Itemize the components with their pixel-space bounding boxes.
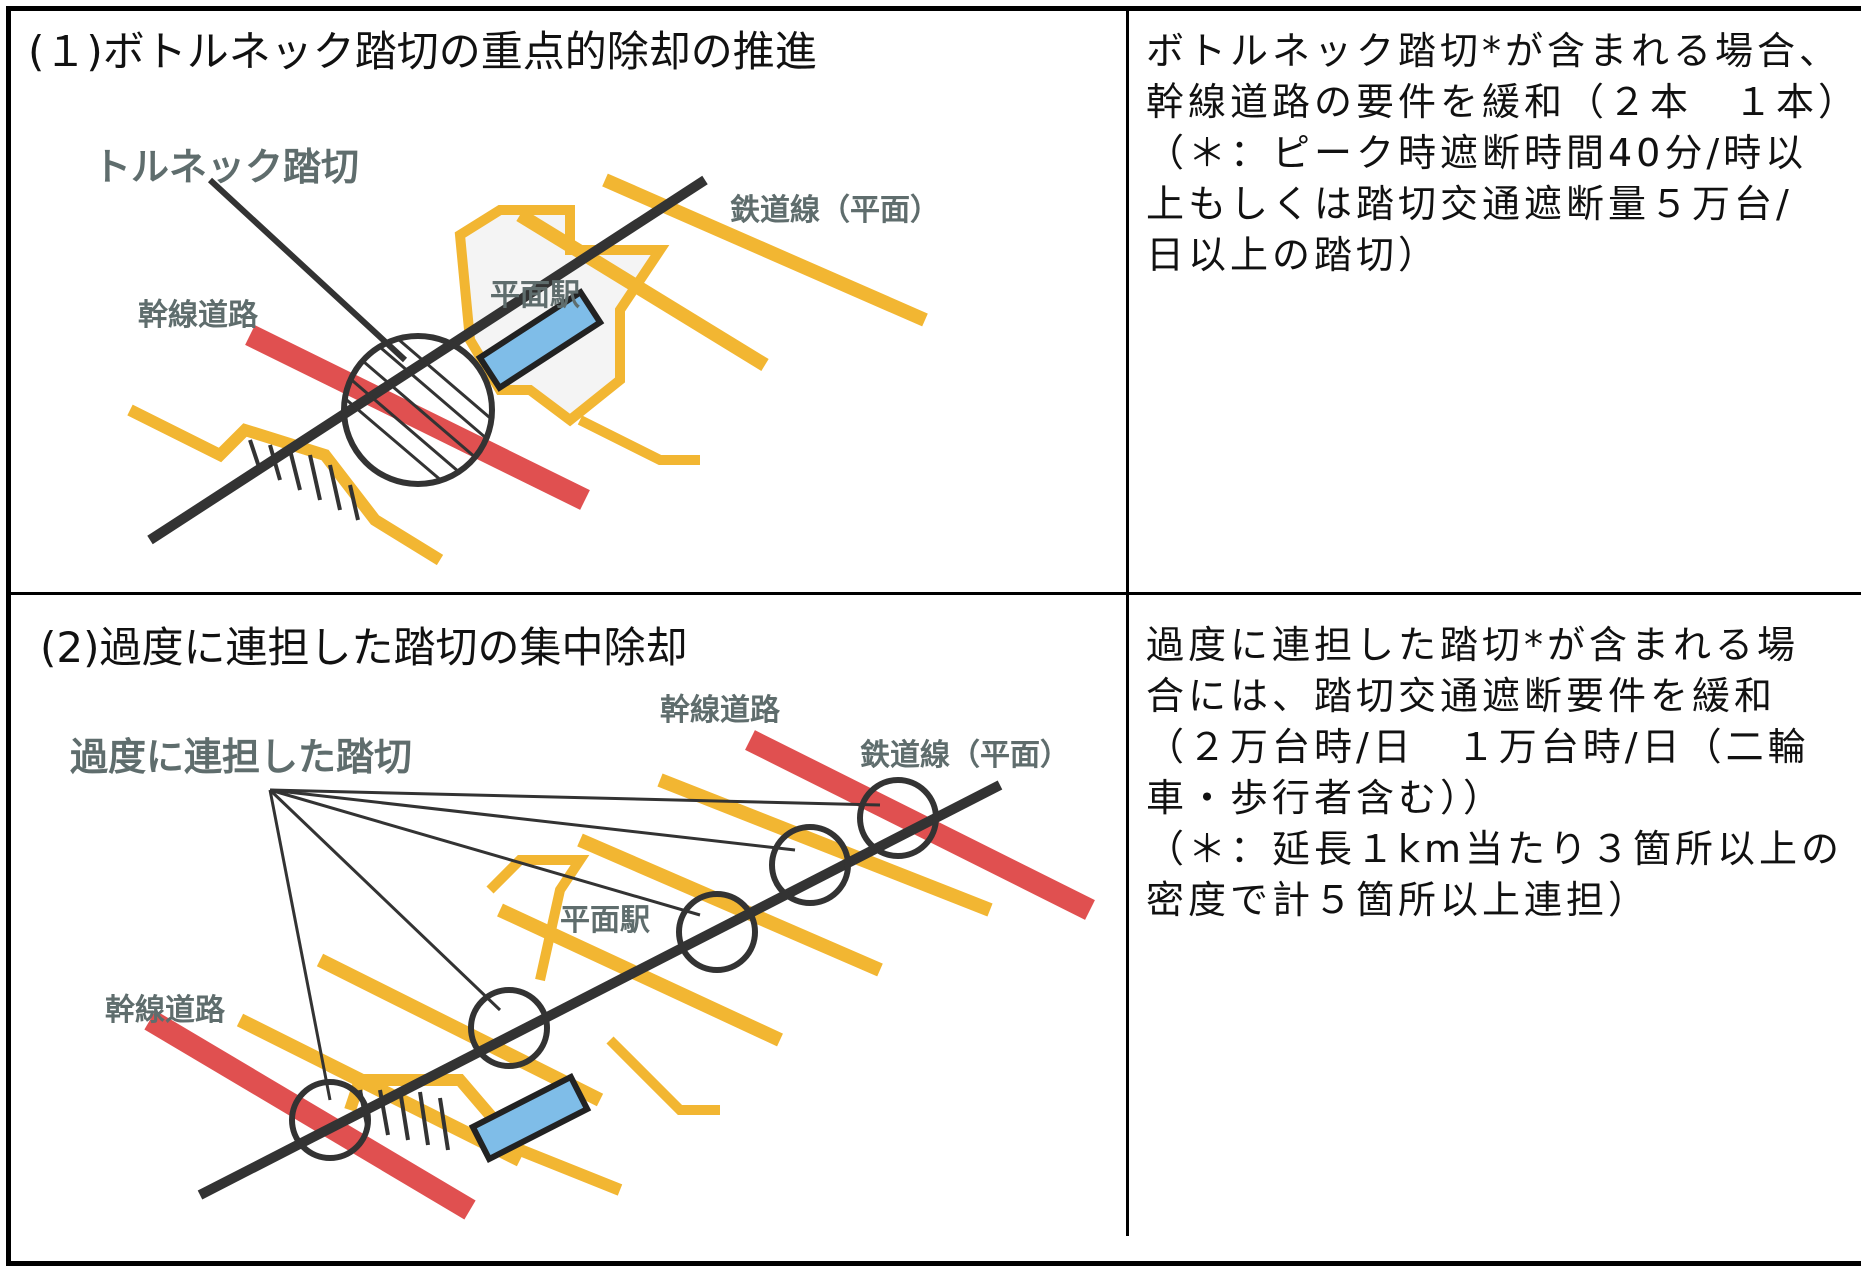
row1-title: (１)ボトルネック踏切の重点的除却の推進: [28, 27, 817, 76]
bottleneck-crossing-diagram: ボトルネック踏切 鉄道線（平面） 平面駅 幹線道路: [100, 145, 940, 566]
trunk-road-bottom: [144, 1010, 476, 1220]
trunk-road: [245, 325, 590, 510]
label-bottleneck: ボトルネック踏切: [100, 145, 359, 189]
rail-line: [147, 175, 708, 545]
column-divider: [1126, 6, 1129, 1236]
label-rail: 鉄道線（平面）: [730, 193, 940, 228]
row2-title: (2)過度に連担した踏切の集中除却: [40, 623, 688, 672]
crossing-circles: [289, 777, 939, 1161]
crossing-circle-1: [289, 1079, 371, 1161]
row2-description: 過度に連担した踏切*が含まれる場 合には、踏切交通遮断要件を緩和 （２万台時/日…: [1146, 623, 1844, 922]
rail-line: [197, 780, 1003, 1200]
minor-road: [486, 855, 590, 982]
leader-lines: [268, 788, 881, 1101]
crossing-circle-5: [857, 777, 939, 859]
minor-road: [577, 415, 700, 465]
label-rail: 鉄道線（平面）: [860, 738, 1070, 773]
station-building: [468, 1072, 592, 1164]
crossing-circle-4: [769, 824, 851, 906]
minor-road: [127, 404, 444, 566]
crossing-circle: [341, 333, 495, 487]
row1-description: ボトルネック踏切*が含まれる場合、 幹線道路の要件を緩和（２本 １本） （＊：ピ…: [1146, 29, 1861, 277]
label-trunk-road: 幹線道路: [138, 298, 259, 333]
crossing-circle-2: [468, 987, 550, 1069]
label-station: 平面駅: [490, 278, 580, 313]
row-divider: [6, 592, 1861, 595]
leader-line: [207, 177, 408, 363]
label-trunk-road-bottom: 幹線道路: [105, 993, 226, 1028]
label-trunk-road-top: 幹線道路: [660, 693, 781, 728]
label-consecutive: 過度に連担した踏切: [70, 735, 412, 779]
minor-road: [516, 209, 769, 371]
crossing-circle-3: [676, 891, 758, 973]
label-station: 平面駅: [560, 903, 650, 938]
minor-road: [606, 1036, 720, 1115]
consecutive-crossings-diagram: 過度に連担した踏切 鉄道線（平面） 幹線道路 平面駅 幹線道路: [70, 693, 1095, 1220]
minor-road: [602, 173, 928, 327]
comparison-table: (１)ボトルネック踏切の重点的除却の推進: [6, 6, 1861, 1266]
station-building: [475, 288, 605, 392]
